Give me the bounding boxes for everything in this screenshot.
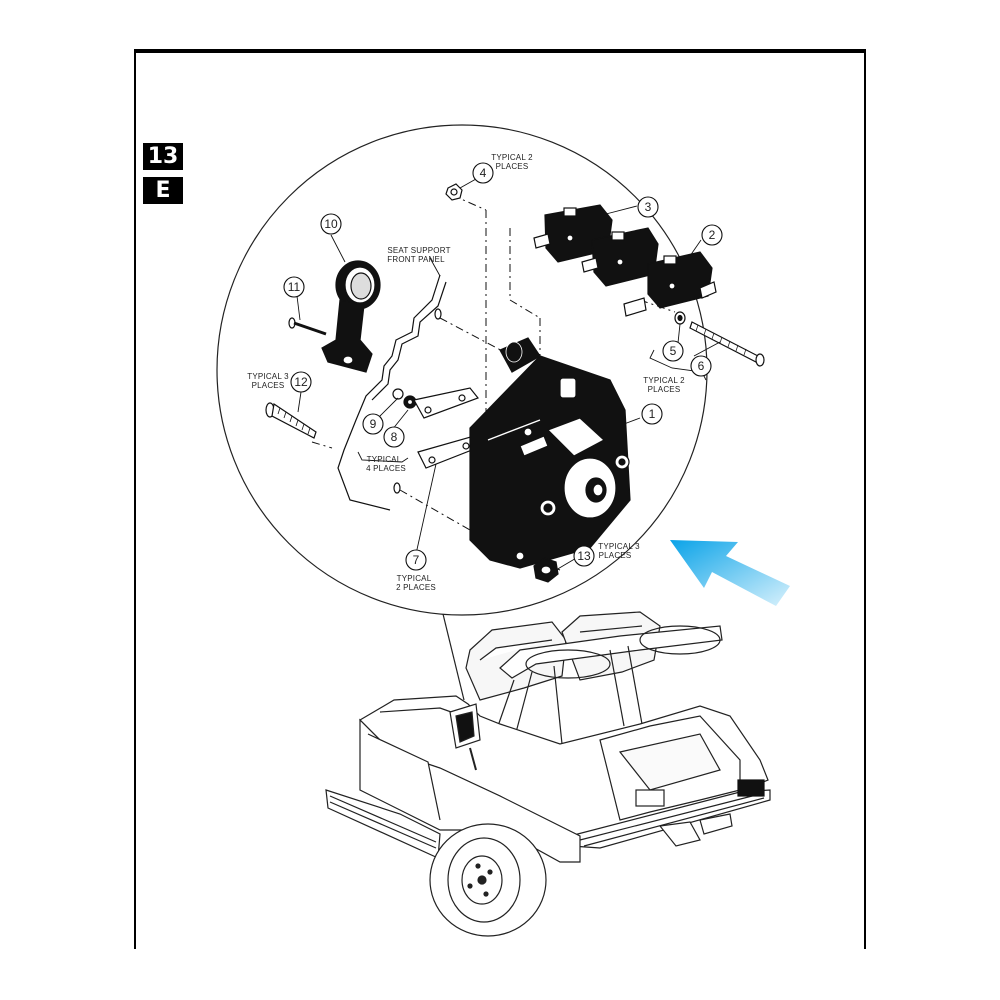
callout-8[interactable]: [383, 426, 405, 448]
part-8-9-fasteners: [392, 388, 417, 409]
callout-leaders: [296, 178, 721, 571]
callout-6[interactable]: [690, 355, 712, 377]
callout-10-label: 10: [324, 217, 338, 231]
callout-numbers: 1 2 3 4 5 6 7 8 9 10 11 12 13: [288, 166, 716, 567]
page-frame-right: [864, 49, 866, 949]
callout-2[interactable]: [701, 224, 723, 246]
callout-10[interactable]: [320, 213, 342, 235]
note-typical-3-places-a-line2: PLACES: [252, 381, 285, 390]
exploded-parts: [265, 183, 765, 583]
callout-6-label: 6: [698, 359, 705, 373]
part-2-micro-switch: [623, 251, 717, 317]
note-typical-2-places-a-line2: PLACES: [496, 162, 529, 171]
part-1-housing: [469, 337, 631, 569]
note-typical-4-places-line2: 4 PLACES: [366, 464, 406, 473]
note-typical-3-places-b-line1: TYPICAL 3: [598, 542, 640, 551]
callout-11-label: 11: [288, 280, 301, 294]
callout-7[interactable]: [405, 549, 427, 571]
part-3-micro-switches: [533, 204, 659, 287]
note-typical-2-places-b-line2: PLACES: [648, 385, 681, 394]
seat-support-panel-edge: [371, 281, 447, 401]
callout-9[interactable]: [362, 413, 384, 435]
note-seat-support-line2: FRONT PANEL: [387, 255, 445, 264]
callouts: [283, 162, 723, 571]
golf-cart-illustration: [325, 611, 771, 937]
subsection-tab[interactable]: E: [143, 177, 183, 204]
callout-12-label: 12: [294, 375, 308, 389]
callout-1[interactable]: [641, 403, 663, 425]
callout-4[interactable]: [472, 162, 494, 184]
note-typical-2-places-b-line1: TYPICAL 2: [643, 376, 685, 385]
page-frame-left: [134, 49, 136, 949]
callout-7-label: 7: [413, 553, 420, 567]
callout-13-label: 13: [577, 549, 591, 563]
note-typical-2-places-c-line2: 2 PLACES: [396, 583, 436, 592]
note-seat-support-line1: SEAT SUPPORT: [387, 246, 450, 255]
detail-leader: [442, 613, 465, 701]
section-tab[interactable]: 13: [143, 143, 183, 170]
callout-11[interactable]: [283, 276, 305, 298]
note-typical-2-places-c-line1: TYPICAL: [397, 574, 432, 583]
callout-9-label: 9: [370, 417, 377, 431]
callout-3-label: 3: [645, 200, 652, 214]
callout-12[interactable]: [290, 371, 312, 393]
diagram-notes: TYPICAL 2 PLACES SEAT SUPPORT FRONT PANE…: [247, 153, 685, 592]
callout-8-label: 8: [391, 430, 398, 444]
callout-13[interactable]: [573, 545, 595, 567]
part-7-brackets: [413, 387, 483, 469]
note-typical-4-places-line1: TYPICAL: [367, 455, 402, 464]
callout-4-label: 4: [480, 166, 487, 180]
callout-3[interactable]: [637, 196, 659, 218]
arrow-icon: [670, 540, 790, 606]
part-10-actuator: [321, 260, 381, 373]
note-typical-3-places-a-line1: TYPICAL 3: [247, 372, 289, 381]
seat-support-panel: [337, 274, 441, 511]
part-11-bolt: [288, 317, 327, 336]
note-typical-3-places-b-line2: PLACES: [599, 551, 632, 560]
callout-1-label: 1: [649, 407, 656, 421]
note-typical-2-places-a-line1: TYPICAL 2: [491, 153, 533, 162]
callout-2-label: 2: [709, 228, 716, 242]
part-12-screw: [265, 402, 317, 439]
part-5-washer: [674, 311, 686, 325]
callout-5[interactable]: [662, 340, 684, 362]
part-6-screw: [689, 321, 765, 367]
callout-5-label: 5: [670, 344, 677, 358]
page-frame-top: [134, 49, 866, 53]
part-13-nut: [533, 557, 559, 583]
part-4-nut: [445, 183, 463, 201]
